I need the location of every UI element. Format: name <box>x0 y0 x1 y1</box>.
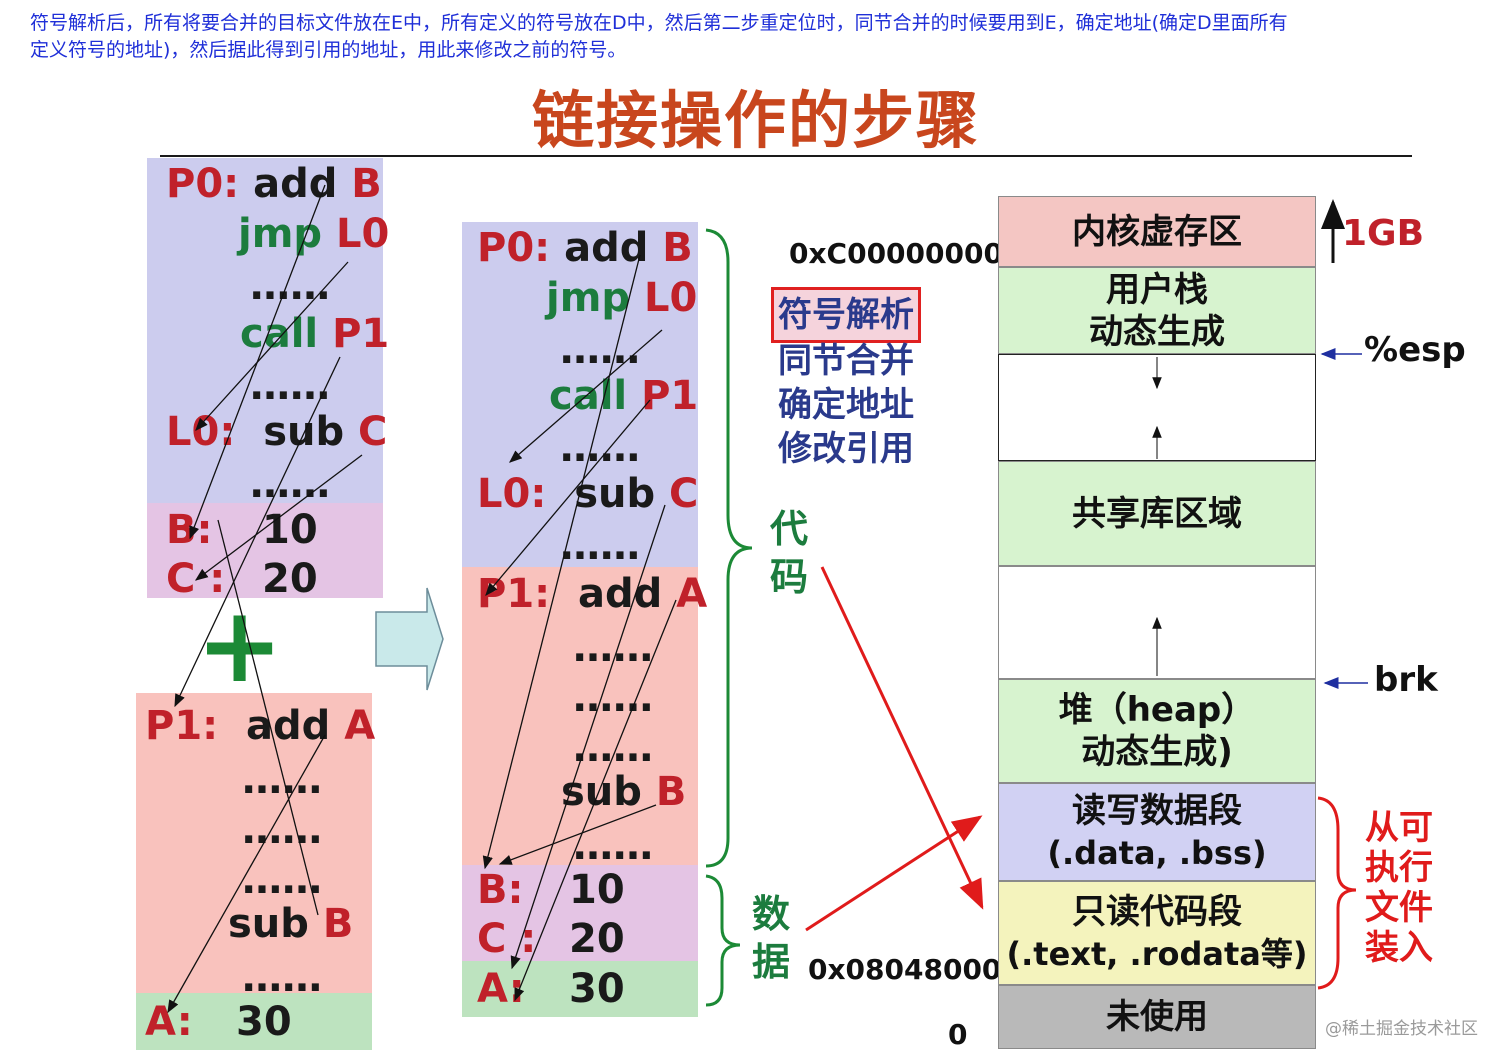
mid-data-b: B: <box>477 867 524 913</box>
left-p1-line3: …… <box>242 807 322 853</box>
address-zero: 0 <box>948 1018 968 1051</box>
step-determine-address: 确定地址 <box>778 385 914 425</box>
watermark: @稀土掘金技术社区 <box>1325 1019 1478 1039</box>
size-label-1gb: 1GB <box>1342 213 1425 254</box>
load-label-3: 文件 <box>1365 888 1433 928</box>
left-p0-line4: call P1 <box>240 311 390 357</box>
left-p1-line5: sub B <box>228 901 354 947</box>
plus-sign: + <box>196 584 284 706</box>
mid-p0-line6: L0: sub C <box>477 471 699 517</box>
esp-label: %esp <box>1364 330 1466 370</box>
arrow-call-p1-left <box>174 356 341 708</box>
left-p0-line6: L0: sub C <box>166 409 388 455</box>
left-data-c-value: 20 <box>262 556 318 602</box>
line-sub-b-left <box>217 519 319 916</box>
mem-shared-libs: 共享库区域 <box>998 461 1316 566</box>
address-text-start: 0x08048000 <box>808 953 1002 986</box>
left-reference-arrows <box>167 184 363 1014</box>
mid-reference-arrows <box>482 254 677 1002</box>
left-p0-line1: P0: add B <box>166 161 382 207</box>
mid-p0-line4: call P1 <box>549 373 699 419</box>
mid-data-a-value: 30 <box>569 966 625 1012</box>
left-p0-line7: …… <box>250 461 330 507</box>
mid-p1-line5: sub B <box>561 769 687 815</box>
arrow-ref-c-left <box>194 454 363 581</box>
mem-unused: 未使用 <box>998 985 1316 1049</box>
arrow-call-p1-mid <box>485 399 651 596</box>
arrow-ref-c-mid <box>510 504 666 970</box>
step-symbol-resolution: 符号解析 <box>771 287 921 343</box>
mem-ro-code: 只读代码段(.text, .rodata等) <box>998 881 1316 985</box>
title-divider <box>160 155 1412 157</box>
load-brace <box>1317 796 1357 990</box>
load-label-2: 执行 <box>1365 848 1433 888</box>
arrow-jmp-l0-left <box>195 261 349 431</box>
mid-p0-block <box>462 222 698 567</box>
left-data-b-value: 10 <box>262 507 318 553</box>
left-p1-line6: …… <box>242 955 322 1001</box>
left-p0-block <box>147 158 383 503</box>
brace-label-code: 代码 <box>770 507 809 599</box>
mid-data-b-value: 10 <box>569 867 625 913</box>
left-data-block <box>147 503 383 598</box>
explanatory-note: 符号解析后，所有将要合并的目标文件放在E中，所有定义的符号放在D中，然后第二步重… <box>30 12 1288 61</box>
load-label-1: 从可 <box>1365 808 1433 848</box>
mid-a-block <box>462 961 698 1017</box>
mid-p0-line2: jmp L0 <box>546 275 698 321</box>
mem-rw-data: 读写数据段(.data, .bss) <box>998 783 1316 881</box>
mem-heap: 堆（heap）动态生成) <box>998 679 1316 783</box>
data-brace <box>705 874 741 1007</box>
mem-kernel-virtual: 内核虚存区 <box>998 196 1316 267</box>
step-section-merge: 同节合并 <box>778 341 914 381</box>
brk-label: brk <box>1374 660 1438 700</box>
brace-label-data: 数据 <box>752 892 791 984</box>
page-title: 链接操作的步骤 <box>531 84 980 157</box>
arrow-jmp-l0-mid <box>509 329 663 463</box>
step-modify-references: 修改引用 <box>778 429 914 469</box>
left-p0-line5: …… <box>250 363 330 409</box>
left-p0-line2: jmp L0 <box>238 211 390 257</box>
label-p0: P0: <box>166 161 240 207</box>
merge-arrow <box>375 587 444 691</box>
arrow-ref-a-mid <box>514 599 677 1002</box>
arrow-ref-a-left <box>167 734 326 1014</box>
arrow-data-to-rw <box>805 815 983 932</box>
mid-p0-line5: …… <box>560 425 640 471</box>
code-brace <box>705 228 753 868</box>
mid-p0-line3: …… <box>560 327 640 373</box>
arrow-ref-b-mid <box>482 254 641 870</box>
mid-p0-line1: P0: add B <box>477 225 693 271</box>
mid-p1-block <box>462 567 698 865</box>
left-p1-line1: P1: add A <box>145 703 376 749</box>
left-a-value: 30 <box>236 999 292 1045</box>
load-label-4: 装入 <box>1365 928 1433 968</box>
address-kernel-start: 0xC00000000 <box>789 237 1003 270</box>
mid-p0-line7: …… <box>560 523 640 569</box>
arrow-sub-b-mid <box>498 804 657 865</box>
left-p0-line3: …… <box>250 263 330 309</box>
mid-p1-line1: P1: add A <box>477 571 708 617</box>
mid-data-block <box>462 865 698 961</box>
mid-data-c-value: 20 <box>569 916 625 962</box>
left-data-b: B: <box>166 507 213 553</box>
mid-p1-line3: …… <box>573 675 653 721</box>
left-p1-block <box>136 693 372 993</box>
mid-p1-line4: …… <box>573 725 653 771</box>
mem-user-stack: 用户栈动态生成 <box>998 267 1316 354</box>
arrow-code-to-text <box>820 566 984 910</box>
